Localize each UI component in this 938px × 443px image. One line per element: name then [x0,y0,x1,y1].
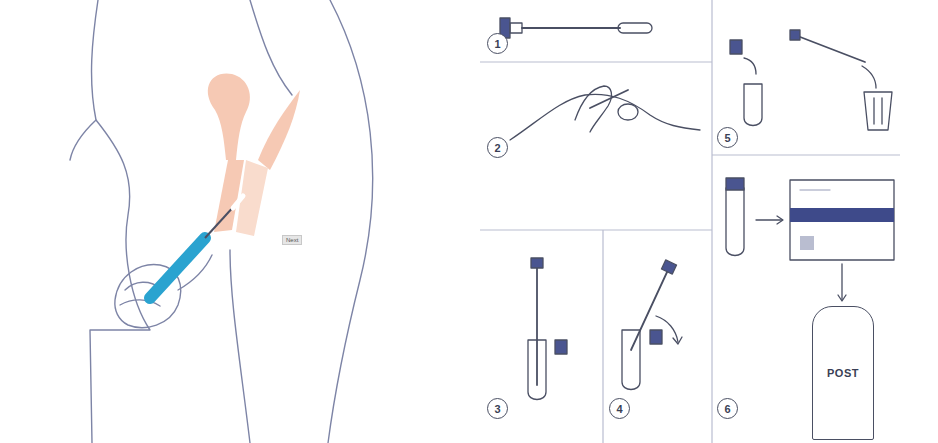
swab-tip [618,23,652,33]
thigh-outline [230,250,250,443]
flow-arrow [841,264,842,300]
post-label: POST [827,367,859,379]
body-outline [250,0,292,95]
tube [744,84,762,126]
swab-stick [536,262,538,385]
callout-number: 6 [717,398,738,419]
tube [622,330,640,390]
uterus [208,73,250,160]
tube [726,188,744,256]
swab-cap [531,258,543,268]
swab-tip [233,196,243,208]
panel-divider [480,61,712,62]
envelope [790,180,894,260]
swab-stick [522,27,620,29]
body-outline [70,0,98,160]
bin [873,98,874,124]
bend-arrow [673,337,682,344]
swab-cap [661,260,676,274]
flow-arrow [838,295,846,301]
flow-arrow [756,219,782,220]
step-number: 6 [724,403,730,415]
swab-stick [631,270,668,350]
body-outline [90,120,150,443]
callout-number: 5 [717,127,738,148]
envelope-band [790,208,894,222]
post-box: POST [812,306,874,440]
bin [881,98,882,124]
hand [575,86,611,132]
swab-handle [150,238,205,298]
panel-divider [711,0,712,443]
step-number: 2 [494,142,500,154]
swab-grip [510,23,522,33]
step-number: 3 [494,403,500,415]
thigh-outline [328,0,373,443]
tube-cap [650,330,662,344]
envelope-address [800,189,830,190]
flow-arrow [777,216,783,224]
swab-cap [790,30,800,40]
tube-cap [730,40,742,54]
step-number: 4 [616,403,622,415]
panel-divider [602,230,603,443]
panel-divider [480,229,712,230]
panel-divider [712,154,900,155]
envelope-stamp [800,236,814,250]
callout-number: 3 [487,398,508,419]
anatomy [618,104,638,120]
anatomy [258,90,300,170]
callout-number: 4 [609,398,630,419]
callout-number: 2 [487,137,508,158]
tube-cap [555,340,567,354]
step-number: 5 [724,132,730,144]
swab-stick [795,35,865,62]
step-number: 1 [494,38,500,50]
callout-number: 1 [487,33,508,54]
note-label: Next [282,235,302,245]
tube-cap [726,178,744,190]
bin [864,92,892,130]
move-arrow [744,58,756,74]
move-arrow [862,66,876,88]
bend-arrow [656,316,678,342]
